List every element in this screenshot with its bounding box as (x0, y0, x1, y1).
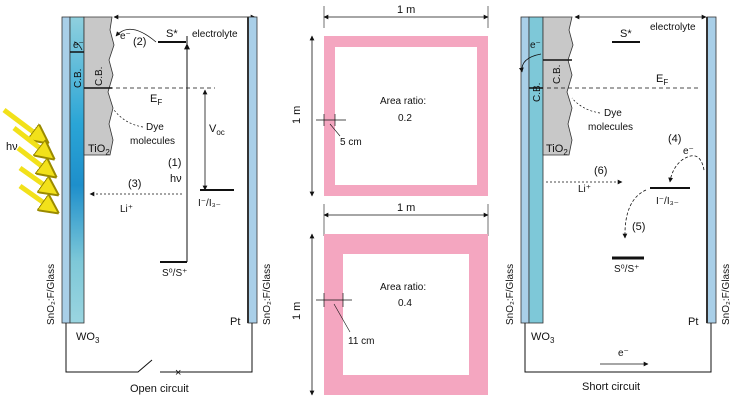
s-star-left: S* (166, 28, 178, 40)
s-star-right: S* (620, 28, 632, 40)
sno2-right-text: SnO₂:F/Glass (262, 264, 273, 325)
photon-arrows (2, 108, 54, 210)
bottom-height-label: 1 m (291, 302, 303, 320)
top-frame-inner (335, 47, 477, 185)
e-minus-4: e⁻ (683, 146, 694, 157)
sno2-right-text-r: SnO₂:F/Glass (721, 264, 732, 325)
cb-wo3-label: C.B. (73, 69, 84, 88)
molecules-left: molecules (130, 136, 175, 147)
top-border-label: 5 cm (340, 137, 362, 148)
step-5: (5) (632, 221, 645, 233)
open-circuit-label: Open circuit (130, 383, 189, 395)
tio2-layer (83, 16, 115, 156)
s0-right: S⁰/S⁺ (614, 264, 639, 275)
top-ratio-label: Area ratio: (380, 96, 426, 107)
cb-tio2-label-r: C.B. (552, 65, 563, 84)
e-minus-right: e⁻ (530, 40, 541, 51)
li-right: Li⁺ (578, 184, 591, 195)
top-ratio-value: 0.2 (398, 113, 412, 124)
top-width-label: 1 m (397, 4, 415, 16)
redox-right: I⁻/I₃₋ (656, 196, 679, 207)
tio2-label-r: TiO2 (546, 143, 568, 157)
short-circuit-label: Short circuit (582, 381, 640, 393)
top-height-label: 1 m (291, 106, 303, 124)
electrolyte-left: electrolyte (192, 29, 238, 40)
sno2-glass-left (61, 16, 71, 324)
wo3-right: WO3 (531, 331, 555, 345)
dye-left: Dye (146, 122, 164, 133)
e-minus-2: e⁻ (120, 31, 131, 42)
cb-tio2-label: C.B. (94, 67, 105, 86)
s0-left: S⁰/S⁺ (162, 268, 187, 279)
e-minus-left: e⁻ (73, 40, 84, 51)
sno2-glass-right-r (706, 16, 717, 324)
e-minus-bottom: e⁻ (618, 348, 629, 359)
left-panel: hν C.B. C.B. e⁻ TiO2 S* electrolyte e⁻ (… (2, 14, 273, 395)
right-panel: C.B. C.B. e⁻ TiO2 S* electrolyte EF Dye … (505, 14, 732, 393)
step-3: (3) (128, 178, 141, 190)
ef-right: EF (656, 73, 668, 87)
dye-right: Dye (604, 108, 622, 119)
wo3-layer-r (528, 16, 544, 324)
step-4: (4) (668, 133, 681, 145)
bottom-ratio-label: Area ratio: (380, 282, 426, 293)
pt-left: Pt (230, 316, 240, 328)
redox-left: I⁻/I₃₋ (198, 198, 221, 209)
step-2-left: (2) (133, 36, 146, 48)
li-left: Li⁺ (120, 204, 133, 215)
sno2-glass-left-r (520, 16, 530, 324)
molecules-right: molecules (588, 122, 633, 133)
sno2-left-text: SnO₂:F/Glass (46, 264, 57, 325)
tio2-layer-r (542, 16, 574, 156)
tio2-label: TiO2 (88, 143, 110, 157)
step-1: (1) (168, 157, 181, 169)
hv-light-label: hν (6, 141, 18, 153)
voc-label: Voc (209, 123, 225, 137)
sno2-glass-right (247, 16, 258, 324)
pt-right: Pt (688, 316, 698, 328)
ef-left: EF (150, 93, 162, 107)
middle-panel: 1 m 1 m Area ratio: 0.2 5 cm 1 m 1 m Are… (291, 4, 489, 396)
bottom-ratio-value: 0.4 (398, 298, 412, 309)
wo3-layer (69, 16, 85, 324)
switch-x: × (175, 367, 181, 379)
step-6: (6) (594, 165, 607, 177)
cb-wo3-label-r: C.B. (532, 83, 543, 102)
wo3-left: WO3 (76, 331, 100, 345)
bottom-width-label: 1 m (397, 202, 415, 214)
electrolyte-right: electrolyte (650, 22, 696, 33)
bottom-frame-inner (343, 254, 469, 375)
sno2-left-text-r: SnO₂:F/Glass (505, 264, 516, 325)
hv-left: hν (170, 173, 182, 185)
bottom-border-label: 11 cm (348, 336, 375, 347)
